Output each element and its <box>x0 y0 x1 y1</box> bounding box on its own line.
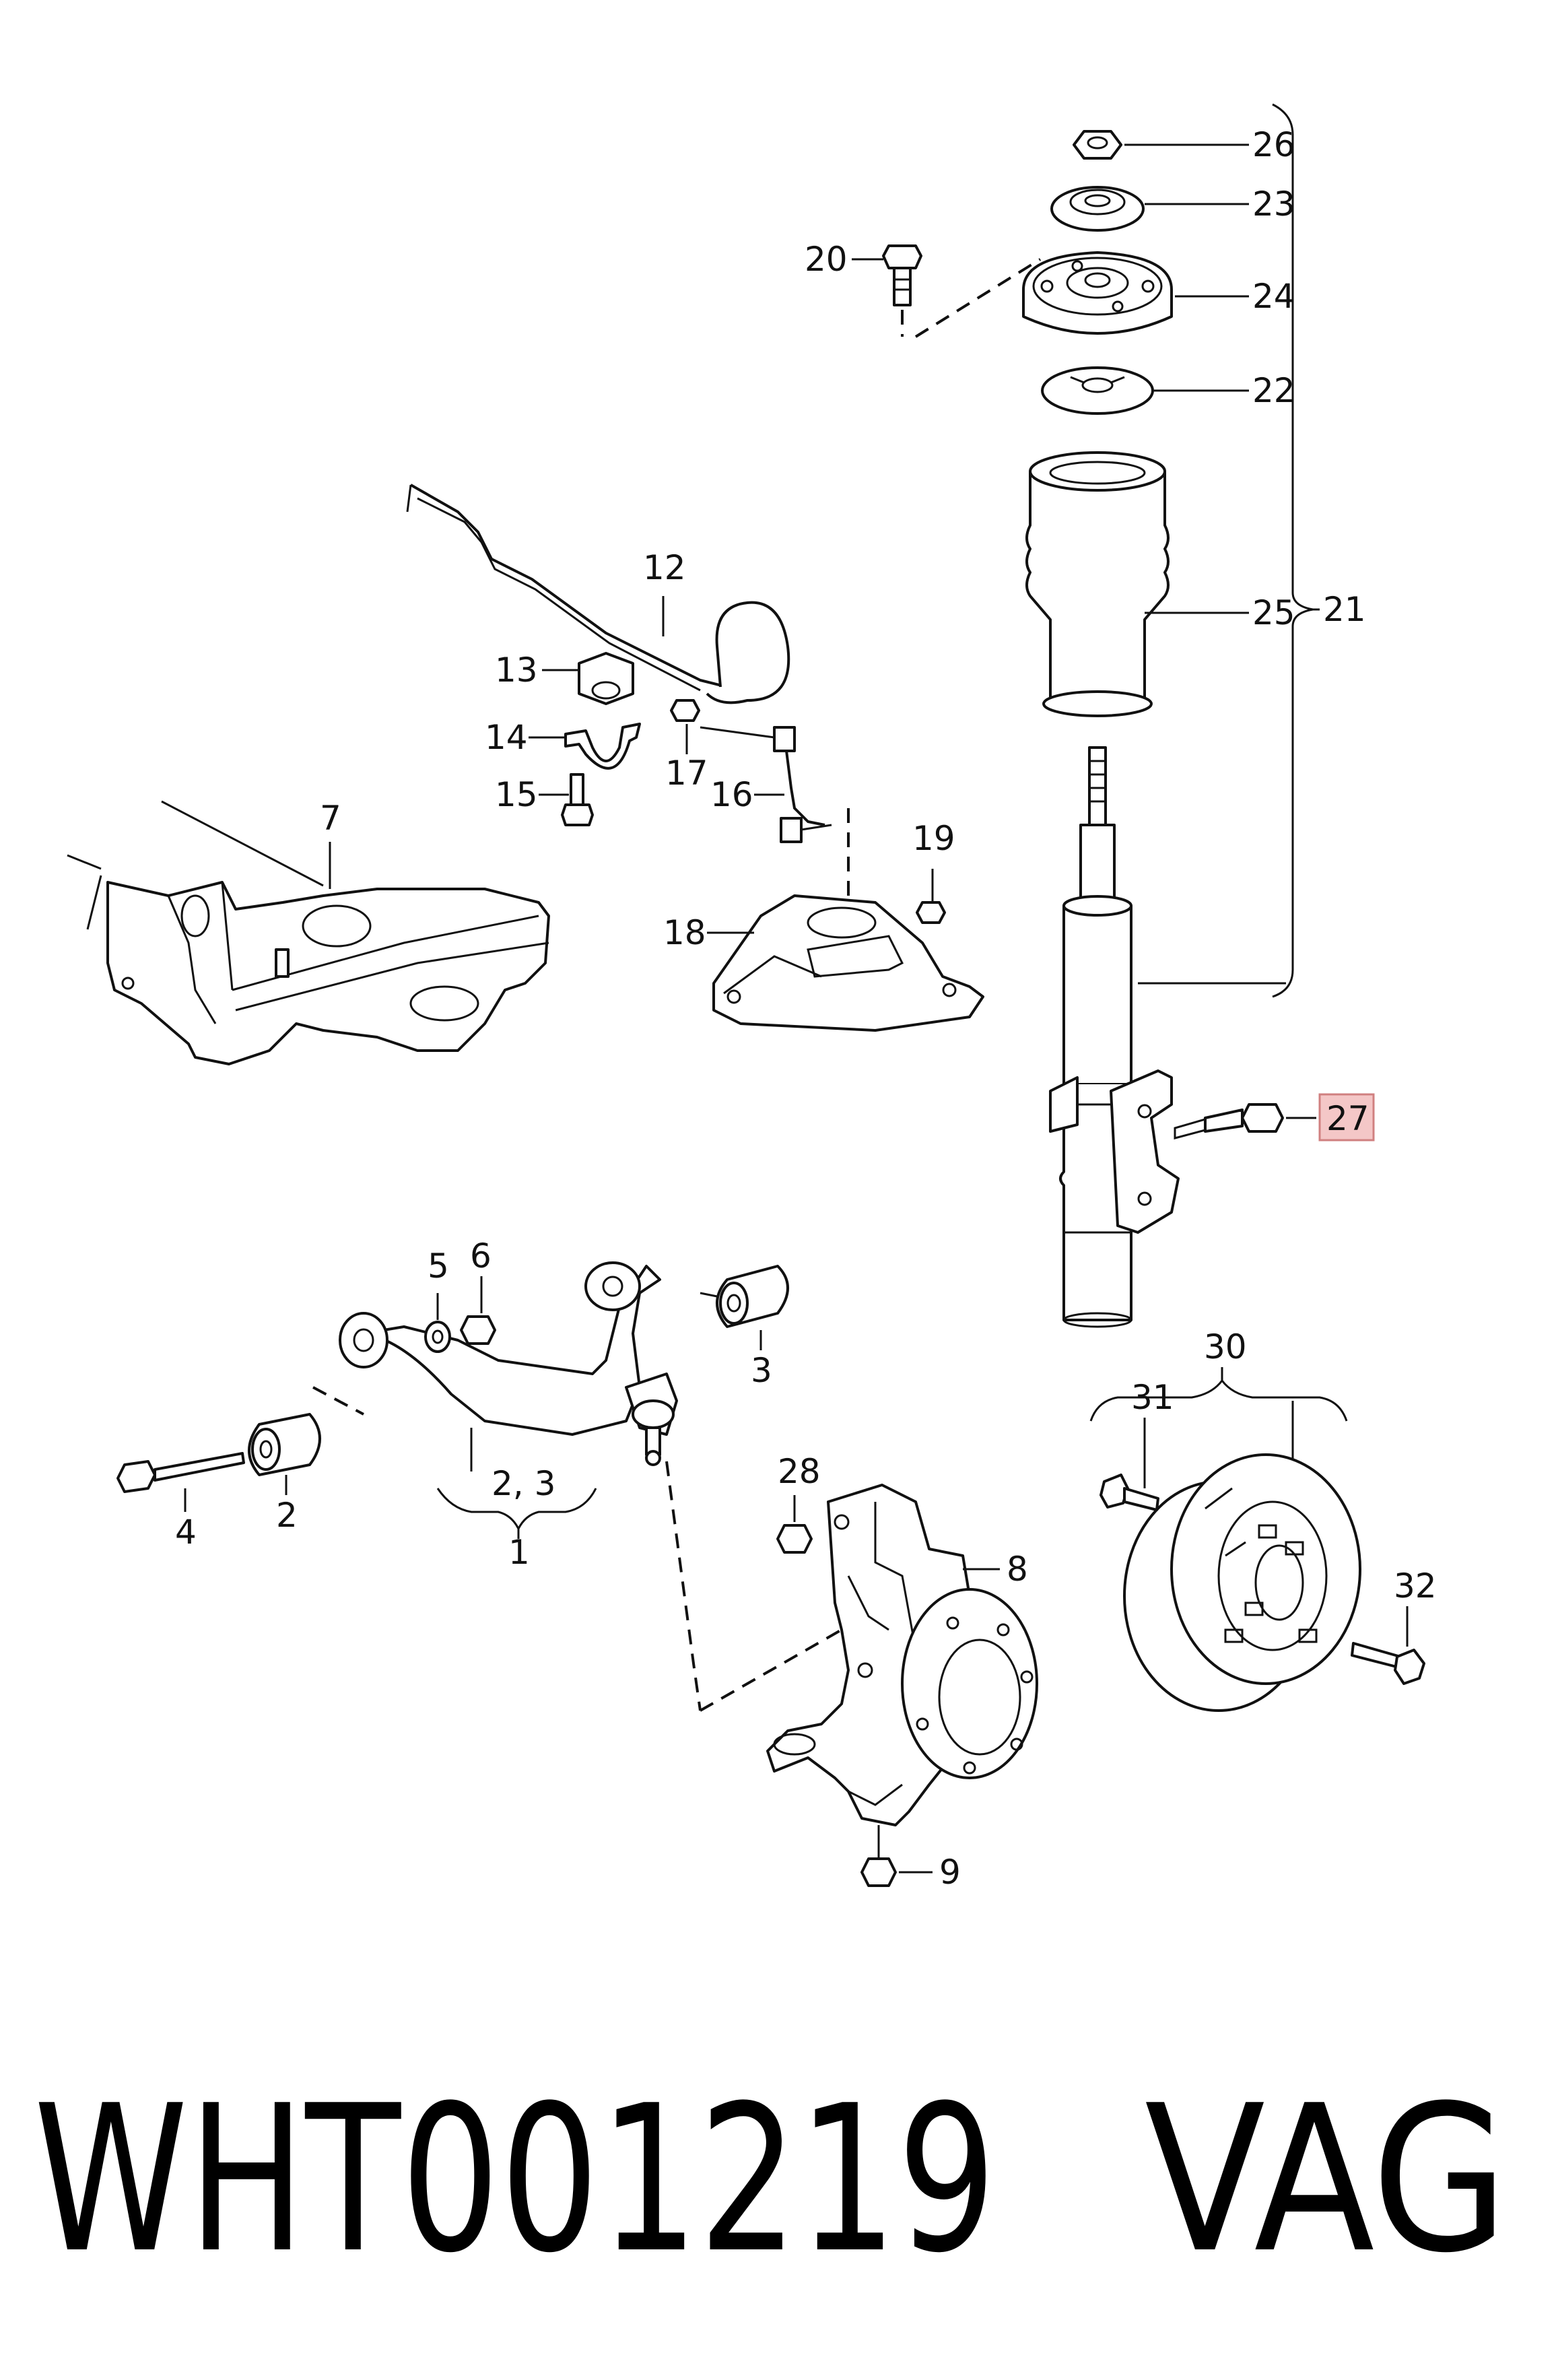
callout-4: 4 <box>175 1513 197 1552</box>
mounting-plate-18 <box>712 894 984 1032</box>
callout-2-3: 2, 3 <box>492 1464 555 1503</box>
stabilizer-bar <box>406 484 790 704</box>
bolt-31 <box>1100 1474 1159 1511</box>
callout-labels: 26 23 24 22 25 21 20 12 13 14 15 17 16 1… <box>175 125 1437 1892</box>
callout-7: 7 <box>320 799 341 838</box>
callout-27-highlight <box>1318 1093 1375 1142</box>
nut-9 <box>860 1825 897 1887</box>
brand-name: VAG <box>1145 2062 1508 2297</box>
nut-19 <box>916 901 946 924</box>
callout-25: 25 <box>1252 593 1295 632</box>
dust-boot-25 <box>1025 451 1170 717</box>
callout-18: 18 <box>663 913 706 952</box>
callout-3: 3 <box>751 1351 772 1390</box>
callout-31: 31 <box>1131 1378 1174 1417</box>
top-mount-24 <box>1022 251 1173 335</box>
callout-13: 13 <box>495 651 538 690</box>
wheel-bearing-housing-8 <box>766 1484 1038 1826</box>
callout-19: 19 <box>912 819 955 858</box>
callout-12: 12 <box>643 548 686 587</box>
bushing-2 <box>248 1413 321 1476</box>
callout-14: 14 <box>485 718 528 757</box>
nut-17 <box>670 699 700 722</box>
clamp-14 <box>564 723 641 770</box>
callout-6: 6 <box>470 1236 492 1276</box>
callout-27: 27 <box>1326 1099 1369 1138</box>
callout-26: 26 <box>1252 125 1295 164</box>
bushing-3 <box>716 1265 789 1328</box>
washer-5 <box>424 1321 451 1353</box>
control-arm-1 <box>339 1261 678 1466</box>
callout-16: 16 <box>710 775 753 814</box>
subframe-7 <box>67 854 550 1065</box>
callout-9: 9 <box>939 1853 961 1892</box>
piston-rod <box>1079 746 1116 907</box>
callout-2: 2 <box>276 1496 298 1535</box>
coupling-rod-16 <box>700 726 832 843</box>
callout-21: 21 <box>1323 590 1366 629</box>
bolt-27 <box>1174 1103 1284 1139</box>
callout-8: 8 <box>1007 1550 1028 1589</box>
callout-20: 20 <box>805 240 848 279</box>
nut-6 <box>460 1315 496 1345</box>
callout-22: 22 <box>1252 371 1295 410</box>
strut-assembly <box>1022 103 1320 1328</box>
callout-5: 5 <box>428 1247 449 1286</box>
bolt-20 <box>882 244 922 306</box>
part-number: WHT001219 <box>34 2062 996 2297</box>
callout-30: 30 <box>1204 1327 1247 1366</box>
nut-28 <box>776 1524 813 1554</box>
shock-absorber-body <box>1049 895 1180 1328</box>
bolt-15 <box>561 773 594 826</box>
callout-15: 15 <box>495 775 538 814</box>
bearing-23 <box>1050 186 1145 232</box>
callout-23: 23 <box>1252 185 1295 224</box>
brake-disc-30 <box>1123 1453 1361 1712</box>
callout-1: 1 <box>508 1533 530 1572</box>
callout-32: 32 <box>1394 1566 1437 1606</box>
callout-28: 28 <box>778 1452 821 1491</box>
bolt-4 <box>116 1452 245 1493</box>
top-nut-26 <box>1073 130 1122 160</box>
bolt-32 <box>1351 1642 1425 1685</box>
callout-24: 24 <box>1252 277 1295 316</box>
bushing-13 <box>578 652 634 705</box>
callout-17: 17 <box>665 754 708 793</box>
spring-seat-22 <box>1041 366 1154 415</box>
